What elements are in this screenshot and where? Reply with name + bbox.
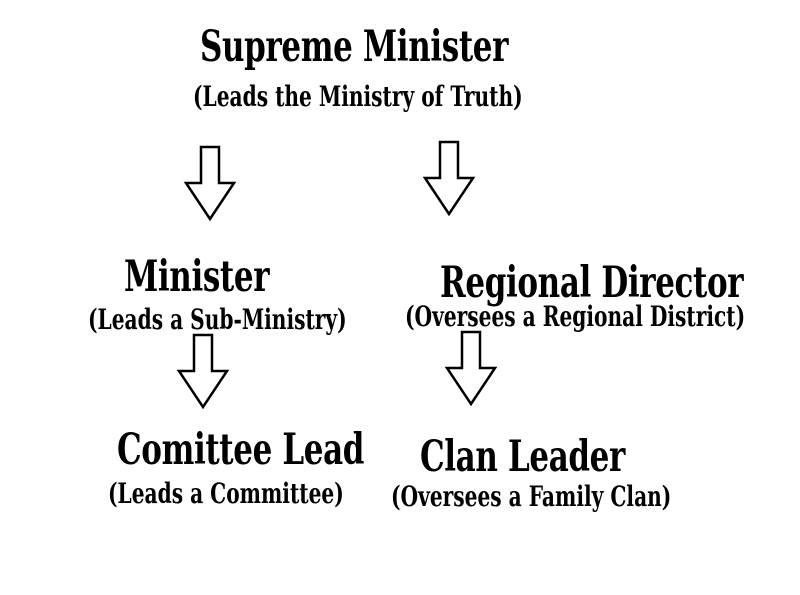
minister-subtitle: (Leads a Sub-Ministry) [88, 303, 347, 336]
minister-title: Minister [124, 252, 270, 302]
arrow-down-icon [176, 333, 230, 410]
regional-director-title: Regional Director [440, 258, 744, 308]
arrow-down-icon [444, 330, 498, 407]
clan-leader-subtitle: (Oversees a Family Clan) [391, 480, 672, 513]
arrow-down-icon [422, 140, 476, 217]
arrow-down-icon [183, 145, 237, 222]
regional-director-subtitle: (Oversees a Regional District) [405, 300, 746, 333]
committee-lead-subtitle: (Leads a Committee) [108, 477, 344, 510]
committee-lead-title: Comittee Lead [117, 425, 365, 475]
supreme-minister-title: Supreme Minister [200, 22, 509, 72]
supreme-minister-subtitle: (Leads the Ministry of Truth) [193, 80, 523, 113]
clan-leader-title: Clan Leader [420, 432, 625, 482]
